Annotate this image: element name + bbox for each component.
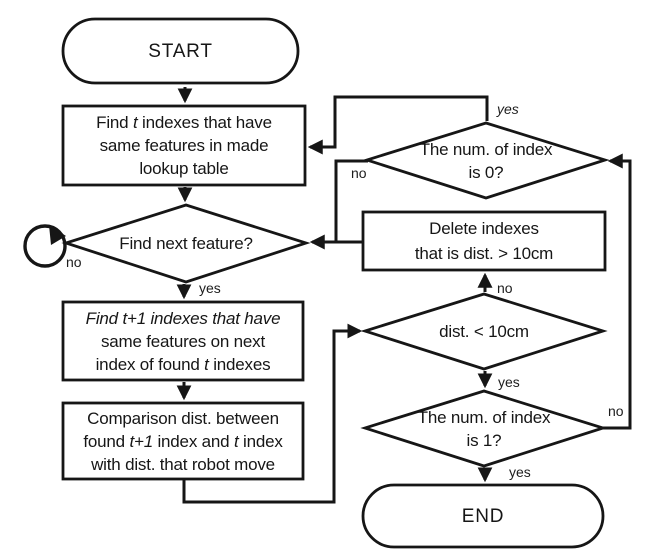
start-terminal-shape (61, 17, 300, 85)
num-index-0-decision-shape (362, 121, 610, 200)
num-index-0-decision-label: The num. of index is 0? (419, 139, 553, 182)
edge-num1-no-to-num0 (603, 153, 632, 430)
dist-10cm-decision-shape (360, 292, 608, 371)
edge-label-find-next-yes: yes (199, 280, 221, 296)
edge-label-dist-no: no (497, 280, 513, 296)
find-t1-indexes-box-label: Find t+1 indexes that have same features… (85, 308, 281, 374)
find-t-indexes-box-shape (61, 104, 307, 187)
edge-label-num1-no: no (608, 403, 624, 419)
comparison-dist-box-label: Comparison dist. between found t+1 index… (83, 408, 283, 474)
edge-label-num1-yes: yes (509, 464, 531, 480)
edge-label-num0-yes: yes (497, 101, 519, 117)
find-t-indexes-box-label: Find t indexes that have same features i… (96, 113, 272, 178)
edge-label-find-next-no: no (66, 254, 82, 270)
find-t1-indexes-box-shape (61, 300, 305, 382)
edge-label-dist-yes: yes (498, 374, 520, 390)
end-terminal-label: END (461, 505, 505, 527)
find-next-no-loop-arrowhead (49, 225, 66, 245)
num-index-1-decision-shape (360, 389, 608, 468)
end-terminal-shape (361, 483, 605, 549)
delete-indexes-box-label: Delete indexes that is dist. > 10cm (414, 219, 554, 263)
edge-comparison-to-dist (182, 323, 363, 504)
edge-num0-no-join (334, 159, 368, 242)
dist-10cm-decision-label: dist. < 10cm (439, 322, 529, 341)
edge-label-num0-no: no (351, 165, 367, 181)
find-next-no-self-loop (23, 224, 67, 268)
find-next-feature-decision-label: Find next feature? (119, 234, 253, 253)
edge-num0-yes-to-find-t (307, 95, 489, 155)
find-next-feature-decision-shape (61, 203, 311, 284)
start-terminal-label: START (148, 40, 213, 62)
num-index-1-decision-label: The num. of index is 1? (417, 407, 551, 450)
